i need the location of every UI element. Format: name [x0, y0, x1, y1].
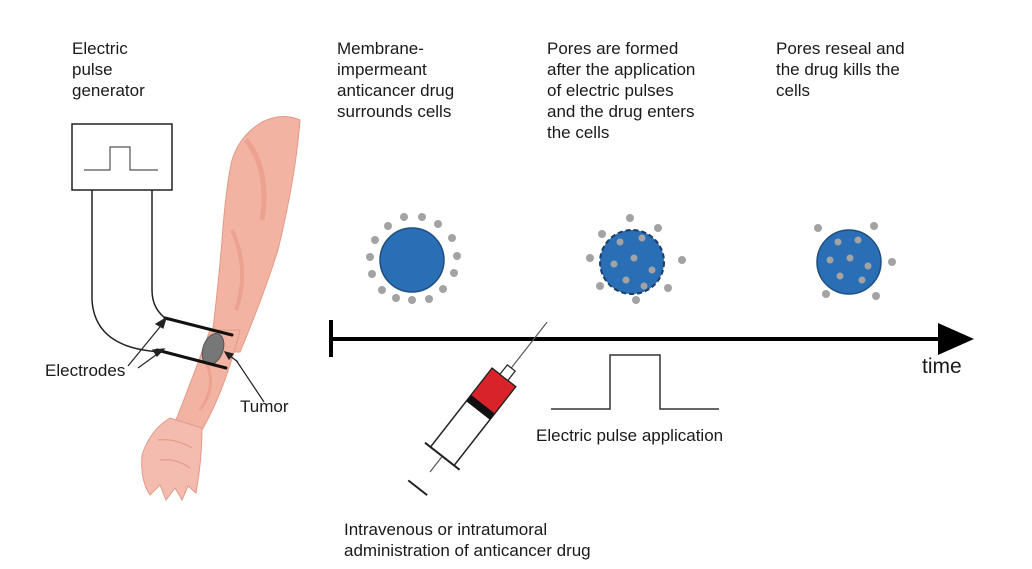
electrode-wires — [91, 190, 169, 353]
pulse-generator — [71, 123, 173, 191]
hand — [141, 417, 203, 502]
syringe — [407, 321, 548, 496]
electrode-plates — [155, 316, 234, 370]
drug-molecules-outside — [366, 213, 461, 304]
arm-illustration — [141, 116, 301, 502]
tumor-label: Tumor — [240, 397, 289, 416]
pulse-label: Electric pulse application — [536, 426, 724, 445]
time-label: time — [922, 355, 962, 378]
stage2-label: Pores are formed after the application o… — [547, 39, 696, 142]
drug-molecules-stage2 — [586, 214, 686, 304]
generator-label: Electric pulse generator — [72, 39, 145, 100]
administration-label: Intravenous or intratumoral administrati… — [344, 520, 591, 560]
drug-molecules-stage3 — [814, 222, 896, 300]
cell-stage1 — [366, 213, 461, 304]
stage3-label: Pores reseal and the drug kills the cell… — [776, 39, 905, 100]
stage1-label: Membrane- impermeant anticancer drug sur… — [337, 39, 455, 121]
pulse-waveform — [551, 354, 719, 410]
cell-stage2 — [586, 214, 686, 304]
cell-stage3 — [814, 222, 896, 300]
tumor-pointer — [223, 351, 265, 403]
time-axis — [329, 320, 974, 357]
electrode-pointer-arrows — [127, 316, 168, 369]
upper-arm — [209, 116, 301, 353]
electrodes-label: Electrodes — [45, 361, 126, 380]
